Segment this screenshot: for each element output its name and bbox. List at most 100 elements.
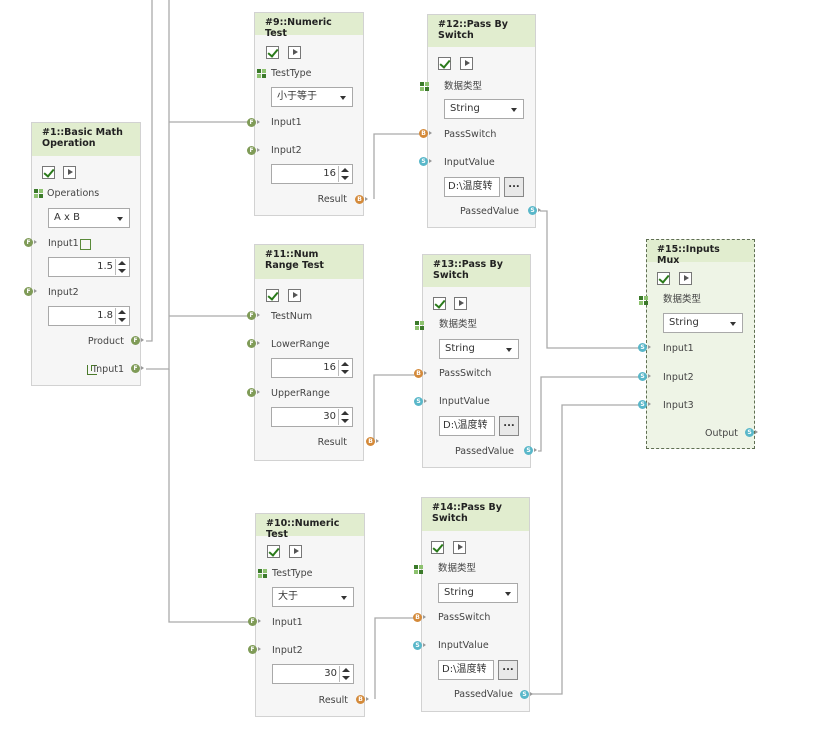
chevron-down-icon <box>511 108 517 112</box>
n9-input1-port[interactable]: F <box>247 118 260 127</box>
datatype-dropdown[interactable]: String <box>439 339 519 359</box>
operations-dropdown[interactable]: A x B <box>48 208 130 228</box>
n14-inputvalue-port[interactable]: S <box>413 641 426 650</box>
n13-passedvalue-port[interactable]: S <box>524 446 537 455</box>
n15-input1-port[interactable]: S <box>638 343 651 352</box>
result-label: Result <box>318 695 348 706</box>
inputvalue-label: InputValue <box>439 396 490 407</box>
n1-product-port[interactable]: F <box>131 336 144 345</box>
node-pass-by-switch-13[interactable]: #13::Pass By Switch 数据类型 String PassSwit… <box>415 254 531 468</box>
chevron-down-icon <box>340 96 346 100</box>
n12-passedvalue-port[interactable]: S <box>528 206 541 215</box>
node-basic-math[interactable]: #1::Basic Math Operation Operations A x … <box>31 122 141 386</box>
param-grid-icon <box>258 569 268 579</box>
datatype-dropdown[interactable]: String <box>438 583 518 603</box>
n10-input2-port[interactable]: F <box>248 645 261 654</box>
enable-checkbox[interactable] <box>433 297 446 310</box>
run-icon[interactable] <box>453 541 466 554</box>
node-title: #14::Pass By Switch <box>422 498 529 531</box>
enable-checkbox[interactable] <box>267 545 280 558</box>
node-num-range-test-11[interactable]: #11::Num Range Test TestNum LowerRange 1… <box>254 244 364 461</box>
enable-checkbox[interactable] <box>42 166 55 179</box>
n11-result-port[interactable]: B <box>366 437 379 446</box>
chevron-down-icon <box>341 596 347 600</box>
enable-checkbox[interactable] <box>431 541 444 554</box>
node-numeric-test-9[interactable]: #9::Numeric Test TestType 小于等于 Input1 In… <box>254 12 364 216</box>
n15-input2-port[interactable]: S <box>638 372 651 381</box>
n1-input2-port[interactable]: F <box>24 287 37 296</box>
n11-testnum-port[interactable]: F <box>247 311 260 320</box>
stepper-arrows-icon[interactable] <box>338 409 351 425</box>
node-numeric-test-10[interactable]: #10::Numeric Test TestType 大于 Input1 Inp… <box>255 513 365 717</box>
n10-result-port[interactable]: B <box>356 695 369 704</box>
wire-top-left <box>146 0 153 342</box>
node-pass-by-switch-14[interactable]: #14::Pass By Switch 数据类型 String PassSwit… <box>414 497 530 712</box>
stepper-arrows-icon[interactable] <box>338 166 351 182</box>
stepper-arrows-icon[interactable] <box>115 259 128 275</box>
param-grid-icon <box>415 321 425 331</box>
n13-passswitch-port[interactable]: B <box>414 369 427 378</box>
stepper-arrows-icon[interactable] <box>338 360 351 376</box>
n10-input1-port[interactable]: F <box>248 617 261 626</box>
n14-passedvalue-port[interactable]: S <box>520 690 533 699</box>
n1-input1-port[interactable]: F <box>24 238 37 247</box>
result-label: Result <box>317 194 347 205</box>
upperrange-stepper[interactable]: 30 <box>271 407 353 427</box>
datatype-dropdown[interactable]: String <box>444 99 524 119</box>
input3-label: Input3 <box>663 400 694 411</box>
inputvalue-field[interactable]: D:\温度转 <box>444 177 500 197</box>
run-icon[interactable] <box>679 272 692 285</box>
testtype-dropdown[interactable]: 大于 <box>272 587 354 607</box>
datatype-dropdown[interactable]: String <box>663 313 743 333</box>
inputvalue-label: InputValue <box>438 640 489 651</box>
param-grid-icon <box>257 69 267 79</box>
n1-input1-out-port[interactable]: F <box>131 364 144 373</box>
stepper-value: 30 <box>323 411 336 422</box>
enable-checkbox[interactable] <box>438 57 451 70</box>
testtype-dropdown[interactable]: 小于等于 <box>271 87 353 107</box>
n9-result-port[interactable]: B <box>355 195 368 204</box>
wire-n14-to-n15 <box>530 404 641 695</box>
run-icon[interactable] <box>454 297 467 310</box>
upperrange-label: UpperRange <box>271 388 330 399</box>
run-icon[interactable] <box>288 46 301 59</box>
stepper-arrows-icon[interactable] <box>115 308 128 324</box>
n12-passswitch-port[interactable]: B <box>419 129 432 138</box>
browse-button[interactable]: ... <box>498 660 518 680</box>
run-icon[interactable] <box>289 545 302 558</box>
n13-inputvalue-port[interactable]: S <box>414 397 427 406</box>
run-icon[interactable] <box>288 289 301 302</box>
passedvalue-label: PassedValue <box>454 689 513 700</box>
wire-n12-to-n15 <box>540 210 641 349</box>
enable-checkbox[interactable] <box>266 46 279 59</box>
n15-input3-port[interactable]: S <box>638 400 651 409</box>
node-pass-by-switch-12[interactable]: #12::Pass By Switch 数据类型 String PassSwit… <box>420 14 536 228</box>
enable-checkbox[interactable] <box>657 272 670 285</box>
input2-stepper[interactable]: 16 <box>271 164 353 184</box>
stepper-arrows-icon[interactable] <box>339 666 352 682</box>
operations-label: Operations <box>47 188 100 199</box>
passedvalue-label: PassedValue <box>455 446 514 457</box>
input2-stepper[interactable]: 1.8 <box>48 306 130 326</box>
inputvalue-field[interactable]: D:\温度转 <box>439 416 495 436</box>
node-inputs-mux-15[interactable]: #15::Inputs Mux 数据类型 String Input1 Input… <box>639 239 755 449</box>
testnum-label: TestNum <box>271 311 313 322</box>
input2-stepper[interactable]: 30 <box>272 664 354 684</box>
browse-button[interactable]: ... <box>504 177 524 197</box>
run-icon[interactable] <box>63 166 76 179</box>
enable-checkbox[interactable] <box>266 289 279 302</box>
n11-upperrange-port[interactable]: F <box>247 388 260 397</box>
result-label: Result <box>317 437 347 448</box>
input1-stepper[interactable]: 1.5 <box>48 257 130 277</box>
n15-output-port[interactable]: S <box>745 428 758 437</box>
n11-lowerrange-port[interactable]: F <box>247 339 260 348</box>
browse-button[interactable]: ... <box>499 416 519 436</box>
inputvalue-field[interactable]: D:\温度转 <box>438 660 494 680</box>
n12-inputvalue-port[interactable]: S <box>419 157 432 166</box>
node-title: #12::Pass By Switch <box>428 15 535 47</box>
param-grid-icon <box>34 189 44 199</box>
n14-passswitch-port[interactable]: B <box>413 613 426 622</box>
run-icon[interactable] <box>460 57 473 70</box>
n9-input2-port[interactable]: F <box>247 146 260 155</box>
lowerrange-stepper[interactable]: 16 <box>271 358 353 378</box>
